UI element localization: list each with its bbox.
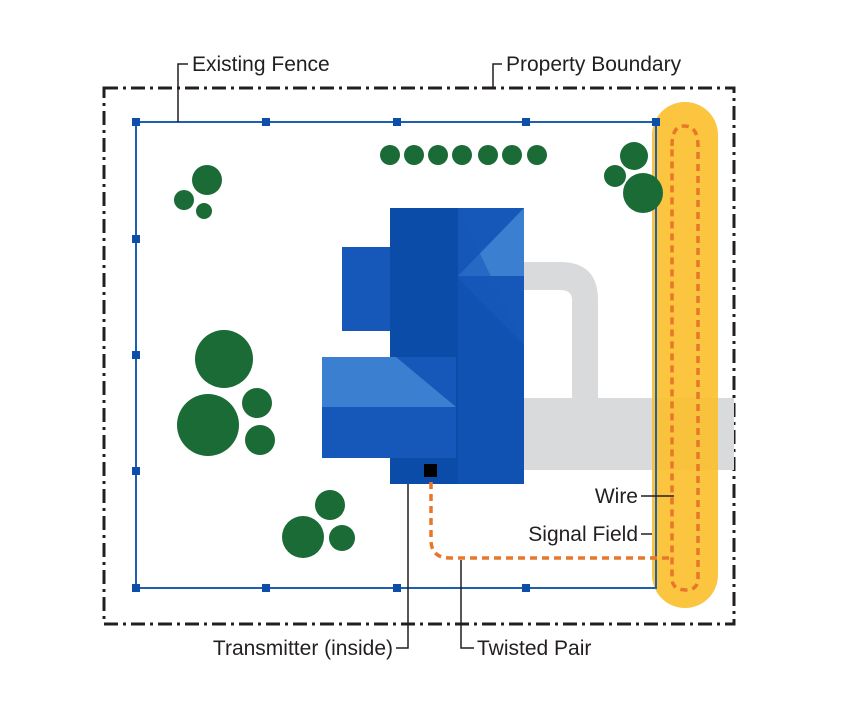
existing-fence-label: Existing Fence	[192, 53, 330, 76]
twisted-pair-label: Twisted Pair	[477, 637, 591, 660]
hedge-row	[380, 145, 547, 165]
tree	[282, 516, 324, 558]
transmitter-label: Transmitter (inside)	[213, 637, 393, 660]
tree	[245, 425, 275, 455]
tree	[329, 525, 355, 551]
property-boundary-line	[102, 86, 736, 626]
transmitter	[424, 464, 437, 477]
signal-field-label: Signal Field	[528, 523, 638, 546]
boundary-wire	[670, 124, 700, 592]
tree	[623, 173, 663, 213]
property-boundary-label: Property Boundary	[506, 53, 682, 76]
tree	[195, 330, 253, 388]
callout-lines	[177, 63, 674, 649]
trees	[174, 142, 663, 558]
twisted-pair-wire	[429, 470, 672, 560]
tree	[242, 388, 272, 418]
tree	[174, 190, 194, 210]
tree	[620, 142, 648, 170]
tree	[315, 490, 345, 520]
tree	[604, 165, 626, 187]
signal-field	[652, 102, 718, 608]
tree	[192, 165, 222, 195]
house	[322, 208, 524, 484]
existing-fence	[132, 118, 660, 592]
tree	[177, 394, 239, 456]
wire-label: Wire	[595, 485, 638, 508]
fence-posts	[132, 118, 660, 592]
tree	[196, 203, 212, 219]
